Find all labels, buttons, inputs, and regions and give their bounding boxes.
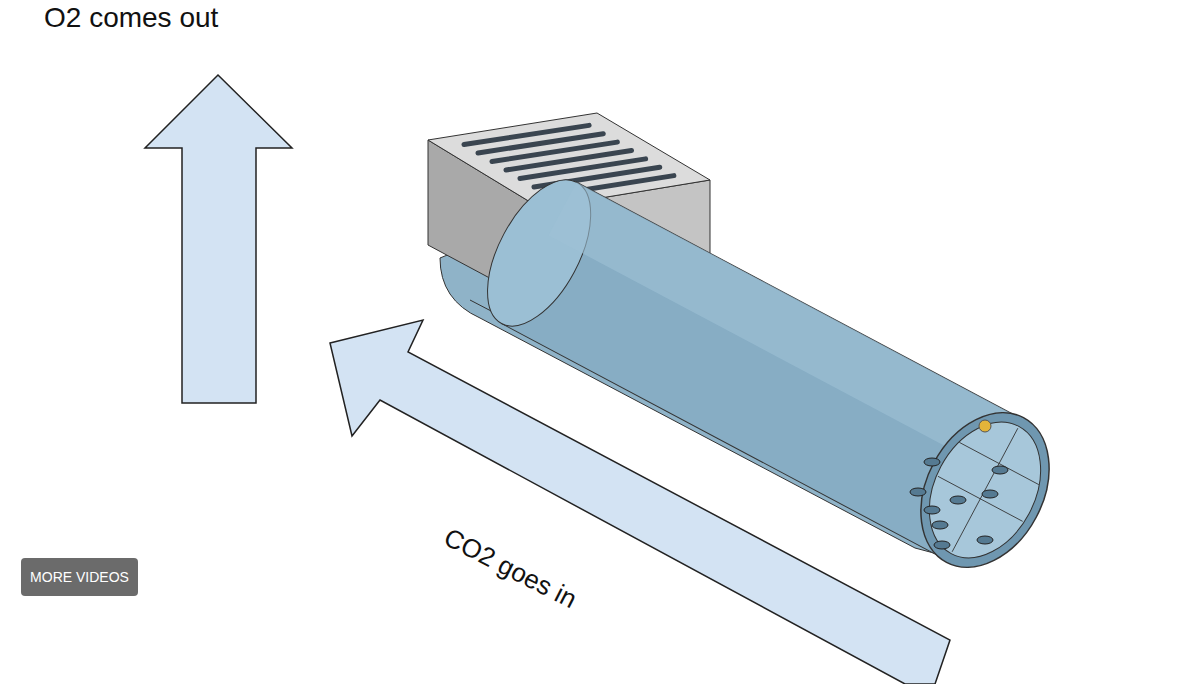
hole bbox=[977, 536, 993, 544]
hole bbox=[992, 466, 1008, 474]
input-label: CO2 goes in bbox=[439, 521, 582, 614]
hole bbox=[982, 490, 998, 498]
vent-slot bbox=[492, 142, 617, 161]
hole bbox=[924, 458, 940, 466]
vent-slot bbox=[506, 151, 632, 171]
holes bbox=[910, 458, 1008, 549]
hole bbox=[934, 541, 950, 549]
vent-slot bbox=[478, 134, 603, 153]
yellow-marker bbox=[979, 420, 991, 432]
vent-slot bbox=[464, 125, 589, 144]
vent-slot bbox=[520, 159, 646, 179]
tube bbox=[465, 162, 1074, 590]
button-text: MORE VIDEOS bbox=[30, 569, 129, 585]
hole bbox=[924, 506, 940, 514]
video-button: MORE VIDEOS bbox=[21, 558, 138, 596]
hole bbox=[932, 521, 948, 529]
hole bbox=[910, 488, 926, 496]
up-arrow bbox=[145, 75, 292, 403]
hole bbox=[950, 496, 966, 504]
output-label: O2 comes out bbox=[44, 2, 218, 34]
